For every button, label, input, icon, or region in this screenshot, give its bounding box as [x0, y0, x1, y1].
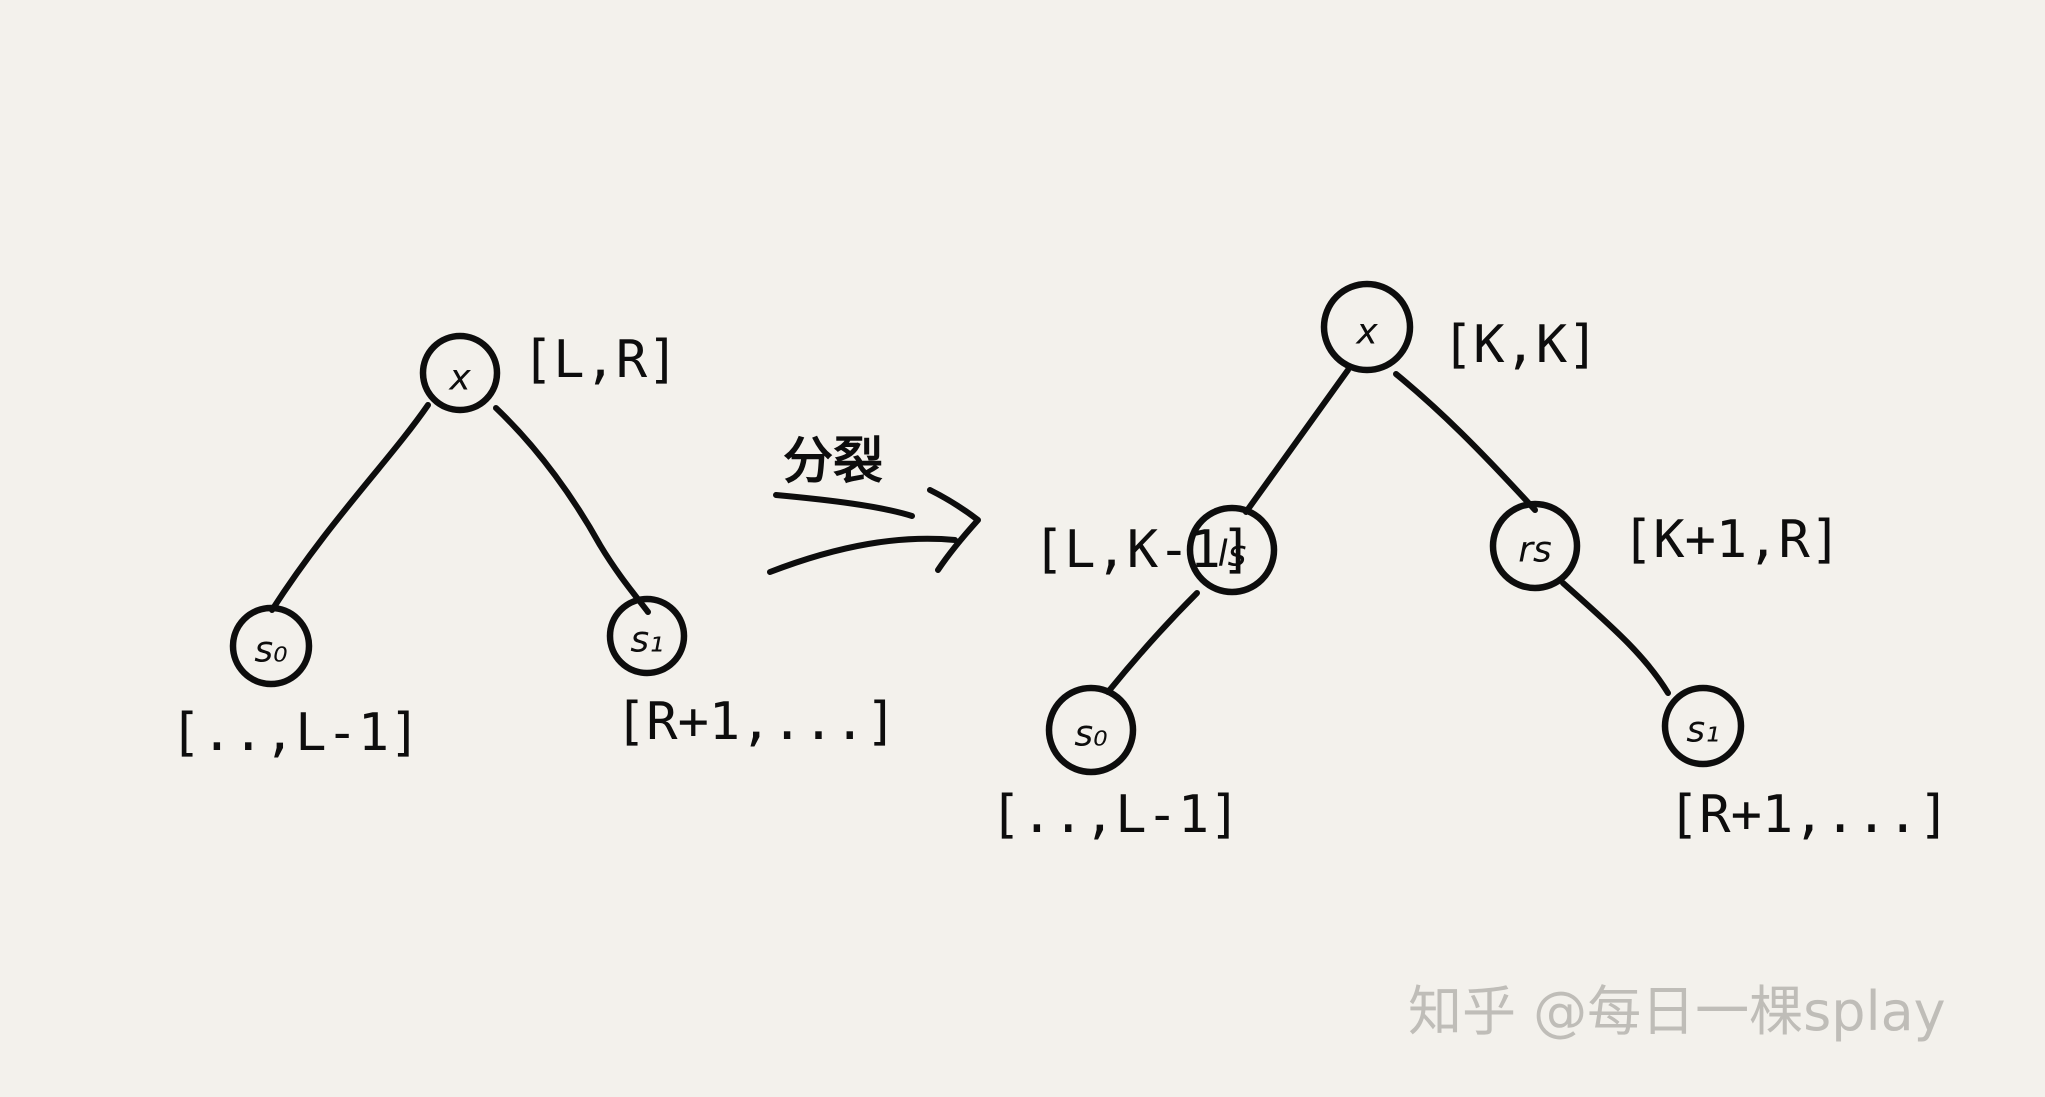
left-root-node-label: x [448, 358, 471, 399]
edge-ls-to-s0 [1105, 590, 1200, 695]
split-arrow-shaft [767, 535, 958, 575]
split-arrow: 分裂 [767, 432, 981, 575]
split-arrow-label: 分裂 [783, 432, 883, 490]
right-ls-node [1186, 504, 1278, 596]
right-ls-range: [L,K-1] [1033, 520, 1252, 580]
right-rs-node-label: rs [1518, 530, 1552, 571]
left-s0-range: [..,L-1] [170, 703, 420, 763]
right-s0-range: [..,L-1] [990, 785, 1240, 845]
watermark: 知乎 @每日一棵splay [1408, 980, 1946, 1043]
edge-right-root-to-rs [1393, 371, 1538, 513]
edge-right-root-to-ls [1243, 367, 1351, 515]
right-s1-range: [R+1,...] [1668, 785, 1950, 845]
right-s0-node [1045, 684, 1137, 776]
right-rs-range: [K+1,R] [1622, 510, 1841, 570]
right-s1-node [1661, 684, 1745, 768]
right-s1-node-label: s₁ [1686, 710, 1719, 751]
right-s0-node-label: s₀ [1074, 714, 1107, 755]
left-s0-node [229, 604, 313, 688]
left-s1-node-label: s₁ [630, 620, 663, 661]
left-s0-node-label: s₀ [254, 630, 287, 671]
edge-rs-to-s1 [1560, 580, 1671, 696]
right-root-node-label: x [1355, 312, 1378, 353]
left-root-range: [L,R] [522, 330, 679, 390]
right-root-range: [K,K] [1442, 315, 1599, 375]
right-ls-node-label: ls [1218, 534, 1247, 575]
right-rs-node [1489, 500, 1581, 592]
edge-left-root-to-s1 [493, 405, 651, 615]
edge-left-root-to-s0 [269, 402, 431, 613]
split-arrow-head [927, 487, 981, 573]
split-arrow-underline [773, 492, 915, 519]
right-root-node [1320, 280, 1414, 374]
left-s1-range: [R+1,...] [615, 692, 897, 752]
left-root-node [419, 332, 501, 414]
left-s1-node [606, 595, 688, 677]
right-tree: x [K,K] ls [L,K-1] rs [K+1,R] s₀ [..,L-1… [990, 280, 1950, 845]
left-tree: x [L,R] s₀ [..,L-1] s₁ [R+1,...] [170, 330, 897, 763]
